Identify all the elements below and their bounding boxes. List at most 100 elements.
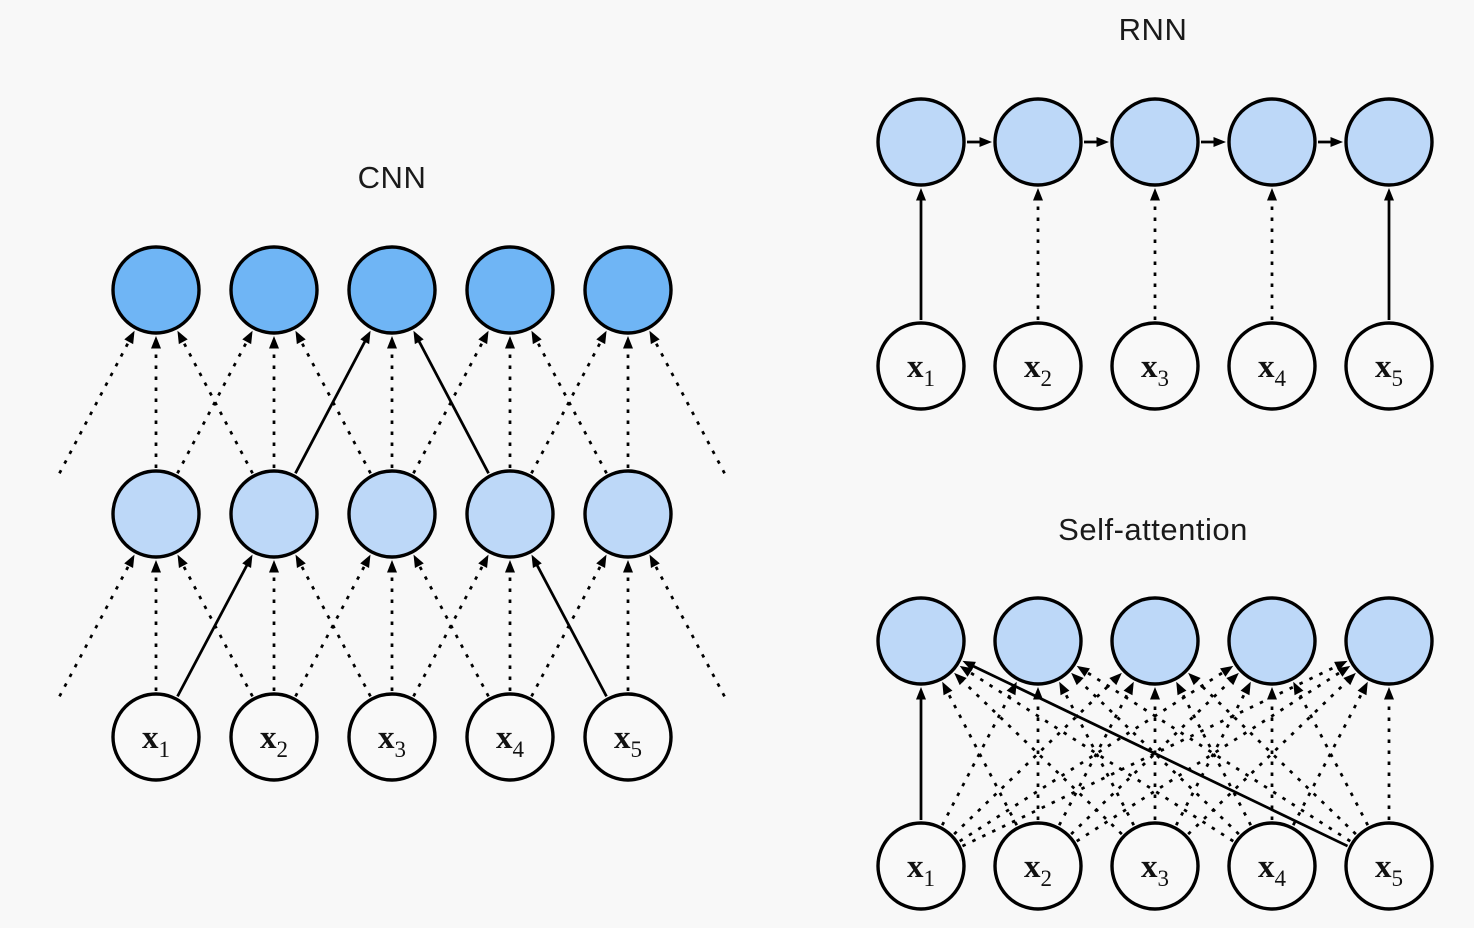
arrowhead-si4-s3 — [1176, 681, 1187, 696]
arrowhead-h4-o4 — [505, 336, 515, 349]
arrowhead-h1-o1 — [151, 336, 161, 349]
arrowhead-si3-s4 — [1240, 681, 1251, 696]
edge-si5-s1 — [969, 663, 1349, 848]
arrowhead-si2-s3 — [1123, 681, 1134, 696]
cnn-in1-node — [111, 692, 201, 782]
rnn-ri2-label: x2 — [1024, 349, 1052, 391]
edge-h3-o4 — [412, 338, 486, 474]
cnn-in4-label: x4 — [496, 720, 525, 762]
edge-h5-o4 — [534, 338, 608, 474]
self-attention-si3-node — [1110, 821, 1200, 911]
cnn-in5-node — [583, 692, 673, 782]
cnn-h5-node — [583, 469, 673, 559]
arrowhead-ri3-r3 — [1150, 188, 1160, 201]
rnn-ri5-label: x5 — [1375, 349, 1403, 391]
cnn-in5-label: x5 — [614, 720, 642, 762]
cnn-in3-node — [347, 692, 437, 782]
arrowhead-h4-o3 — [413, 330, 424, 345]
edge-si2-s3 — [1058, 689, 1131, 826]
cnn-title: CNN — [357, 160, 427, 195]
arrowhead-si5-s3 — [1188, 672, 1201, 686]
edge-in2-h1 — [180, 561, 254, 697]
edge-si1-s4 — [958, 669, 1227, 843]
self-attention-s4-node — [1227, 596, 1317, 686]
edge-h2-o1 — [180, 338, 254, 474]
arrowhead-in2-h2 — [269, 560, 279, 573]
arrowhead-si3-s2 — [1059, 681, 1070, 696]
arrowhead-si5-s5 — [1384, 687, 1394, 700]
cnn-in3-label: x3 — [378, 720, 406, 762]
arrowhead-si1-s4 — [1220, 665, 1234, 677]
cnn-in1-label: x1 — [142, 720, 170, 762]
arrowhead-r2-r3 — [1096, 137, 1109, 147]
edge-pBL-h1 — [58, 561, 132, 697]
edge-si1-s2 — [941, 689, 1014, 826]
arrowhead-in3-h2 — [295, 554, 306, 569]
self-attention-s5-node — [1344, 596, 1434, 686]
edge-h1-o2 — [176, 338, 250, 474]
arrowhead-in5-h4 — [531, 554, 542, 569]
edge-si4-s1 — [966, 669, 1235, 843]
edge-in2-h3 — [294, 561, 368, 697]
cnn-h4-node — [465, 469, 555, 559]
rnn-r1-node — [876, 97, 966, 187]
edge-h2-o3 — [294, 338, 368, 474]
edge-in3-h2 — [298, 561, 372, 697]
edge-in4-h5 — [530, 561, 604, 697]
arrowhead-h2-o2 — [269, 336, 279, 349]
rnn-ri3-node — [1110, 321, 1200, 411]
edge-si2-s1 — [945, 689, 1018, 826]
edge-si3-s1 — [959, 678, 1123, 836]
arrowhead-r3-r4 — [1213, 137, 1226, 147]
edge-h4-o3 — [416, 338, 490, 474]
arrowhead-in1-h2 — [242, 554, 253, 569]
rnn-ri4-node — [1227, 321, 1317, 411]
arrowhead-si2-s5 — [1337, 665, 1351, 677]
self-attention-si5-node — [1344, 821, 1434, 911]
arrowhead-h3-o4 — [478, 330, 489, 345]
self-attention-si1-node — [876, 821, 966, 911]
edge-pMR-o5 — [652, 338, 726, 474]
arrowhead-pML-o1 — [124, 330, 135, 345]
rnn-ri3-label: x3 — [1141, 349, 1169, 391]
arrowhead-in2-h3 — [360, 554, 371, 569]
arrowhead-r1-r2 — [979, 137, 992, 147]
arrowhead-si5-s2 — [1076, 665, 1090, 677]
edge-si3-s2 — [1062, 689, 1135, 826]
edge-pML-o1 — [58, 338, 132, 474]
edge-si3-s4 — [1175, 689, 1248, 826]
rnn-ri1-node — [876, 321, 966, 411]
arrowhead-si5-s1 — [962, 660, 976, 671]
arrowhead-si3-s3 — [1150, 687, 1160, 700]
arrowhead-h5-o5 — [623, 336, 633, 349]
cnn-in4-node — [465, 692, 555, 782]
edge-in1-h2 — [176, 561, 250, 697]
arrowhead-in2-h1 — [177, 554, 188, 569]
cnn-h1-node — [111, 469, 201, 559]
rnn-r4-node — [1227, 97, 1317, 187]
arrowhead-si4-s2 — [1071, 672, 1084, 686]
self-attention-si2-node — [993, 821, 1083, 911]
arrowhead-in3-h4 — [478, 554, 489, 569]
arrowhead-h1-o2 — [242, 330, 253, 345]
arrowhead-in5-h5 — [623, 560, 633, 573]
edge-in5-h4 — [534, 561, 608, 697]
edge-si5-s3 — [1193, 678, 1357, 836]
self-attention-si4-node — [1227, 821, 1317, 911]
arrowhead-ri4-r4 — [1267, 188, 1277, 201]
self-attention-si3-label: x3 — [1141, 849, 1169, 891]
edge-si1-s5 — [961, 663, 1341, 848]
rnn-r3-node — [1110, 97, 1200, 187]
edge-in3-h4 — [412, 561, 486, 697]
arrowhead-si3-s1 — [954, 672, 967, 686]
arrowhead-h5-o4 — [531, 330, 542, 345]
arrowhead-pBR-h5 — [649, 554, 660, 569]
arrowhead-si1-s3 — [1109, 672, 1122, 686]
arrowhead-si3-s5 — [1343, 672, 1356, 686]
edge-si2-s5 — [1075, 669, 1344, 843]
arrowhead-pMR-o5 — [649, 330, 660, 345]
cnn-in2-label: x2 — [260, 720, 288, 762]
cnn-h3-node — [347, 469, 437, 559]
arrowhead-si2-s1 — [942, 681, 953, 696]
